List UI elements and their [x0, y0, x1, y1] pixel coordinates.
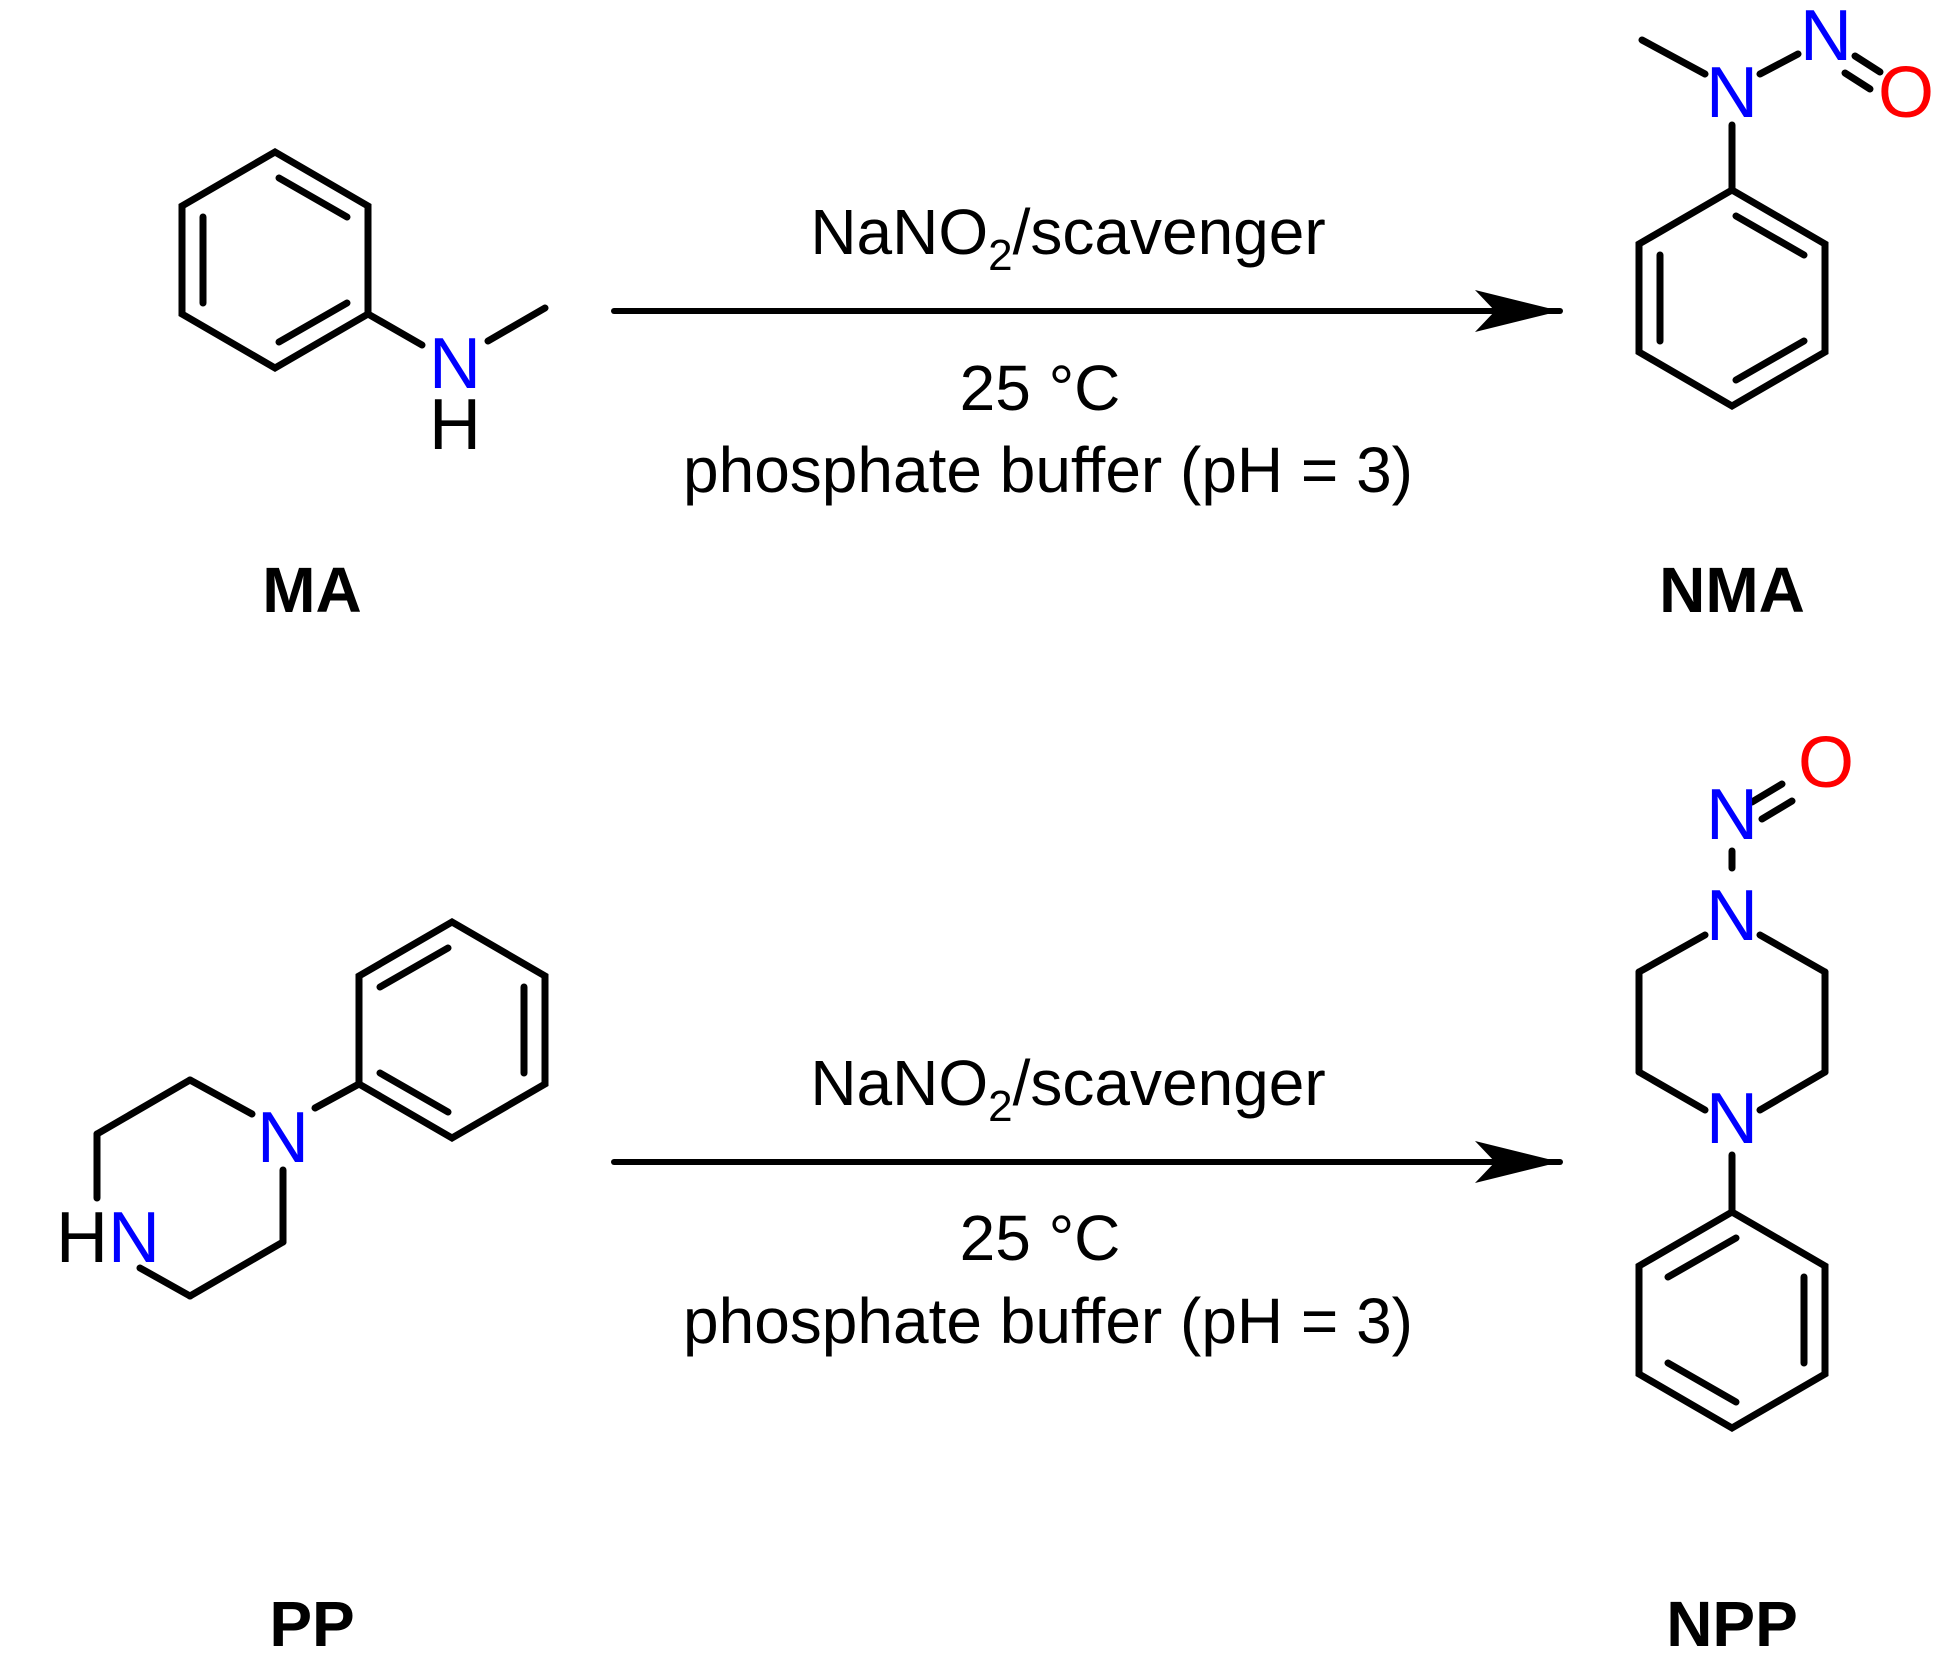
- bond-n-o-double: [1758, 797, 1796, 823]
- compound-label-nma: NMA: [1659, 554, 1805, 626]
- nitrogen-atom: N: [429, 324, 481, 404]
- reagent-label: NaNO2/scavenger: [810, 196, 1325, 280]
- nitrogen-atom: N: [1706, 1079, 1758, 1159]
- amine-nh: HN: [56, 1198, 160, 1278]
- bond-n-methyl: [1638, 36, 1709, 78]
- reaction-2: N HN PP NaNO2/scavenger 25 °C phosphate …: [56, 723, 1854, 1660]
- structure-nma: N N O: [1635, 0, 1934, 411]
- nitroso-nitrogen-atom: N: [1706, 775, 1758, 855]
- oxygen-atom: O: [1878, 53, 1934, 133]
- medium-label: phosphate buffer (pH = 3): [683, 1285, 1413, 1357]
- benzene-ring: [1635, 1207, 1829, 1433]
- temperature-label: 25 °C: [960, 1202, 1121, 1274]
- reagent-subscript: 2: [988, 231, 1012, 280]
- nitrogen-atom: N: [1706, 876, 1758, 956]
- hydrogen-atom: H: [56, 1198, 108, 1278]
- nitrogen-atom: N: [1706, 53, 1758, 133]
- bond-n-methyl: [484, 304, 549, 345]
- bond-ring-n: [364, 310, 426, 349]
- compound-label-pp: PP: [269, 1588, 354, 1660]
- marker-arrowhead-1: [1475, 290, 1560, 332]
- piperazine-ring: [93, 1076, 287, 1300]
- reagent-main: NaNO: [810, 1047, 988, 1119]
- benzene-ring: [355, 917, 549, 1143]
- compound-label-ma: MA: [262, 554, 362, 626]
- benzene-ring: [178, 147, 372, 373]
- nitrogen-atom: N: [108, 1198, 160, 1278]
- reaction-1: N H MA NaNO2/scavenger 25 °C phosphate b…: [178, 0, 1934, 626]
- reagent-subscript: 2: [988, 1082, 1012, 1131]
- nitrogen-atom: N: [257, 1098, 309, 1178]
- bond-n-o: [1748, 780, 1786, 806]
- hydrogen-atom: H: [429, 385, 481, 465]
- oxygen-atom: O: [1798, 723, 1854, 803]
- reagent-tail: /scavenger: [1013, 1047, 1326, 1119]
- structure-pp: N HN: [56, 917, 549, 1300]
- nitroso-nitrogen-atom: N: [1800, 0, 1852, 76]
- bond-ring-n: [311, 1080, 363, 1112]
- bond-n-n: [1756, 50, 1802, 78]
- temperature-label: 25 °C: [960, 352, 1121, 424]
- medium-label: phosphate buffer (pH = 3): [683, 434, 1413, 506]
- bond-n-o: [1851, 52, 1884, 76]
- bond-n-o-double: [1841, 69, 1874, 93]
- reagent-label: NaNO2/scavenger: [810, 1047, 1325, 1131]
- piperazine-ring: [1635, 931, 1829, 1114]
- compound-label-npp: NPP: [1666, 1588, 1798, 1660]
- marker-arrowhead-2: [1475, 1141, 1560, 1183]
- structure-ma: N H: [178, 147, 549, 465]
- reagent-tail: /scavenger: [1013, 196, 1326, 268]
- reagent-main: NaNO: [810, 196, 988, 268]
- benzene-ring: [1635, 185, 1829, 411]
- structure-npp: N O N N: [1635, 723, 1854, 1433]
